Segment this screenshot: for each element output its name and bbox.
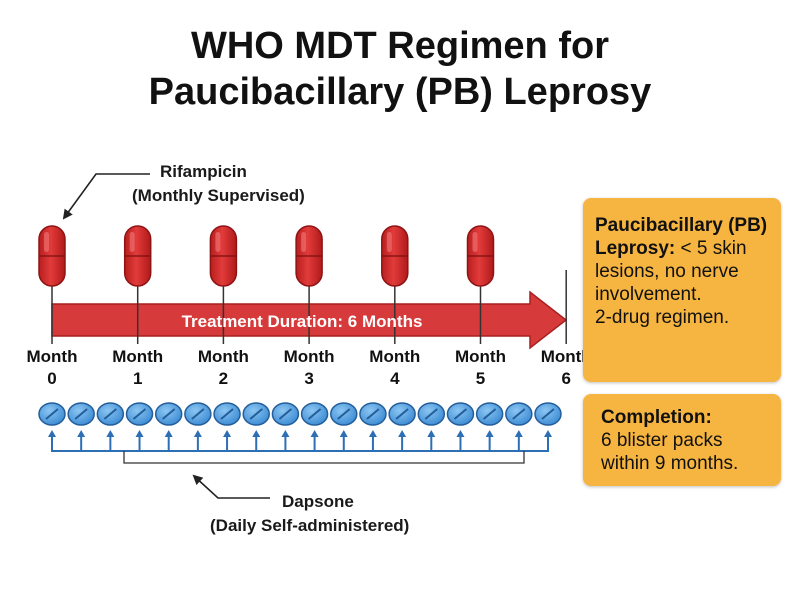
dapsone-tablets <box>38 402 562 426</box>
completion-box: Completion: 6 blister packs within 9 mon… <box>583 394 781 486</box>
month-number: 2 <box>218 369 229 388</box>
rifampicin-capsule-month-3 <box>295 225 323 287</box>
month-label-3: Month 3 <box>274 346 344 390</box>
dapsone-tablet <box>125 402 154 426</box>
dapsone-tablet <box>388 402 416 426</box>
dapsone-up-arrow <box>514 430 523 451</box>
month-word: Month <box>455 347 506 366</box>
dapsone-tablet <box>359 402 387 426</box>
dapsone-up-arrow <box>164 430 173 451</box>
dapsone-tablet <box>271 402 300 426</box>
month-number: 3 <box>304 369 314 388</box>
month-number: 1 <box>132 369 143 388</box>
month-label-6: Month 6 <box>531 346 601 390</box>
month-number: 0 <box>47 369 57 388</box>
dapsone-up-arrow <box>456 430 465 451</box>
dapsone-leader-line <box>192 474 270 499</box>
dapsone-tablet <box>213 402 241 426</box>
completion-text-2: within 9 months. <box>601 453 739 474</box>
dapsone-up-arrows <box>48 430 552 451</box>
dapsone-up-arrow <box>544 430 552 451</box>
rifampicin-leader-line <box>62 173 150 220</box>
rifampicin-capsules <box>38 225 495 287</box>
dapsone-tablet <box>96 402 125 426</box>
dapsone-label: Dapsone <box>282 492 354 511</box>
dapsone-up-arrow <box>339 430 348 451</box>
rifampicin-capsule-month-4 <box>381 225 409 287</box>
rifampicin-capsule-month-5 <box>466 225 495 287</box>
pb-text-3: involvement. <box>595 284 702 305</box>
month-word: Month <box>283 347 335 366</box>
dapsone-up-arrow <box>135 430 144 451</box>
month-label-0: Month 0 <box>17 346 87 390</box>
month-word: Month <box>197 347 249 366</box>
rifampicin-label: Rifampicin <box>160 162 247 181</box>
rifampicin-capsule-month-1 <box>123 225 152 287</box>
month-word: Month <box>26 347 78 366</box>
dapsone-up-arrow <box>77 430 86 451</box>
dapsone-up-arrow <box>368 430 377 451</box>
treatment-duration-label: Treatment Duration: 6 Months <box>181 312 423 331</box>
dapsone-up-arrow <box>193 430 202 451</box>
month-label-5: Month 5 <box>446 346 516 390</box>
pb-definition-box: Paucibacillary (PB) Leprosy: < 5 skin le… <box>583 198 781 382</box>
completion-text-1: 6 blister packs <box>601 430 723 451</box>
pb-heading-bold: Leprosy: <box>595 238 676 259</box>
month-word: Month <box>540 347 592 366</box>
dapsone-tablet <box>300 402 329 426</box>
dapsone-tablet <box>475 402 504 426</box>
dapsone-tablet <box>67 402 95 426</box>
dapsone-up-arrow <box>252 430 261 451</box>
dapsone-up-arrow <box>485 430 494 451</box>
dapsone-up-arrow <box>398 430 407 451</box>
page-title-line-1: WHO MDT Regimen for <box>191 25 609 67</box>
dapsone-tablet <box>505 402 533 426</box>
dapsone-tablet <box>184 402 212 426</box>
rifampicin-capsule-month-0 <box>38 225 66 287</box>
pb-text-1: < 5 skin <box>675 238 747 259</box>
dapsone-schedule-label: (Daily Self-administered) <box>210 516 410 535</box>
dapsone-up-arrow <box>223 430 232 451</box>
month-word: Month <box>369 347 421 366</box>
dapsone-tablet <box>154 402 183 426</box>
dapsone-bracket <box>51 440 549 464</box>
page-title-line-2: Paucibacillary (PB) Leprosy <box>148 71 652 113</box>
dapsone-tablet <box>417 402 446 426</box>
dapsone-up-arrow <box>427 430 436 451</box>
month-label-4: Month 4 <box>360 346 430 390</box>
dapsone-tablet <box>242 402 270 426</box>
pb-text-2: lesions, no nerve <box>595 261 739 282</box>
month-number: 5 <box>475 369 486 388</box>
month-word: Month <box>112 347 164 366</box>
completion-heading: Completion: <box>601 407 712 428</box>
dapsone-tablet <box>534 402 562 426</box>
rifampicin-capsule-month-2 <box>209 225 238 287</box>
dapsone-up-arrow <box>48 430 56 451</box>
month-label-2: Month 2 <box>188 346 258 390</box>
dapsone-tablet <box>330 402 358 426</box>
dapsone-tablet <box>38 402 66 426</box>
rifampicin-schedule-label: (Monthly Supervised) <box>132 186 305 205</box>
month-label-1: Month 1 <box>103 346 173 390</box>
dapsone-up-arrow <box>281 430 290 451</box>
month-number: 4 <box>390 369 400 388</box>
dapsone-tablet <box>446 402 475 426</box>
month-number: 6 <box>561 369 571 388</box>
dapsone-up-arrow <box>106 430 115 451</box>
pb-text-4: 2-drug regimen. <box>595 307 730 328</box>
dapsone-up-arrow <box>310 430 319 451</box>
pb-heading: Paucibacillary (PB) <box>595 215 768 236</box>
